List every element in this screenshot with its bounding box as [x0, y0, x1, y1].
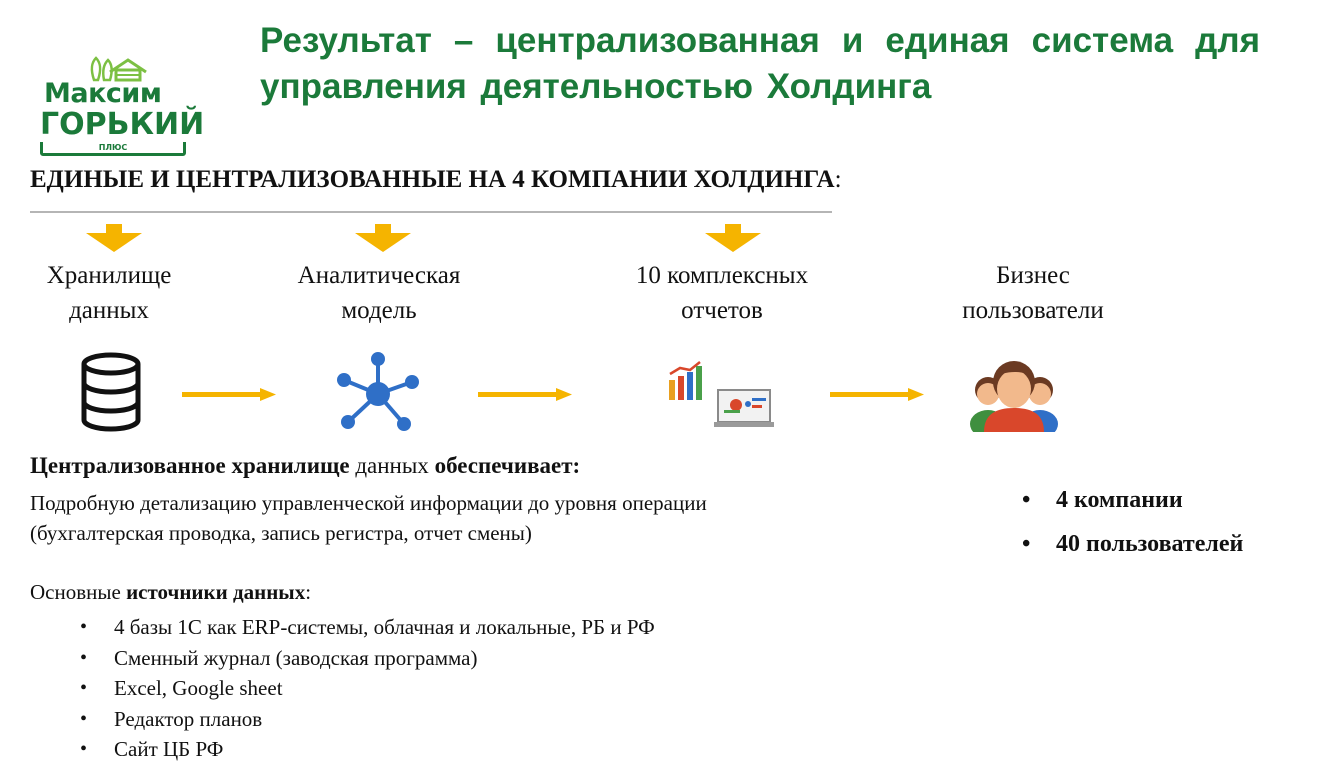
logo-text-gorky: ГОРЬКИЙ [40, 107, 205, 142]
section-subtitle: ЕДИНЫЕ И ЦЕНТРАЛИЗОВАННЫЕ НА 4 КОМПАНИИ … [30, 166, 842, 194]
users-icon [970, 361, 1058, 432]
database-icon [81, 352, 141, 432]
list-item: Сменный журнал (заводская программа) [0, 643, 655, 674]
list-item: Редактор планов [0, 704, 655, 735]
sources-heading: Основные источники данных: [30, 580, 311, 605]
stage-label-line: пользователи [962, 297, 1104, 324]
storage-heading-bold: обеспечивает: [434, 453, 581, 478]
list-item: 40 пользователей [1020, 522, 1243, 566]
page-title: Результат – централизованная и единая си… [260, 21, 1260, 106]
stage-label-line: Хранилище [46, 262, 172, 289]
stage-label-line: Аналитическая [297, 262, 461, 289]
stage-label-storage: Хранилище данных [0, 258, 229, 328]
list-item: Сайт ЦБ РФ [0, 734, 655, 765]
storage-description-line: Подробную детализацию управленческой инф… [30, 491, 707, 515]
stage-label-line: модель [341, 297, 417, 324]
logo-text-maksim: Максим [44, 78, 162, 109]
stage-label-line: 10 комплексных [635, 262, 809, 289]
divider [30, 211, 832, 213]
right-arrow-icon [478, 388, 572, 401]
stage-label-line: Бизнес [996, 262, 1070, 289]
list-item: Excel, Google sheet [0, 673, 655, 704]
house-icon [90, 56, 147, 82]
network-icon [337, 352, 419, 431]
sources-heading-normal: Основные [30, 580, 127, 604]
down-arrow-icon [705, 224, 761, 252]
stage-label-line: отчетов [681, 297, 763, 324]
storage-description-line: (бухгалтерская проводка, запись регистра… [30, 521, 532, 545]
stage-label-line: данных [69, 297, 149, 324]
down-arrow-icon [355, 224, 411, 252]
sources-list: 4 базы 1С как ERP-системы, облачная и ло… [0, 612, 655, 765]
right-arrow-icon [182, 388, 276, 401]
list-item: 4 базы 1С как ERP-системы, облачная и ло… [0, 612, 655, 643]
sources-heading-bold: источники данных [126, 580, 306, 604]
subtitle-text: ЕДИНЫЕ И ЦЕНТРАЛИЗОВАННЫЕ НА 4 КОМПАНИИ … [30, 166, 835, 193]
storage-heading: Централизованное хранилище данных обеспе… [30, 453, 580, 479]
right-arrow-icon [830, 388, 924, 401]
down-arrow-icon [86, 224, 142, 252]
list-item: 4 компании [1020, 478, 1243, 522]
stage-label-users: Бизнес пользователи [913, 258, 1153, 328]
stage-label-reports: 10 комплексных отчетов [602, 258, 842, 328]
sources-heading-colon: : [305, 580, 312, 604]
storage-heading-normal: данных [349, 453, 435, 478]
reports-icon [669, 361, 774, 427]
stats-list: 4 компании 40 пользователей [1020, 478, 1243, 566]
storage-description: Подробную детализацию управленческой инф… [30, 488, 930, 548]
logo-text-plus: ПЛЮС [98, 143, 128, 152]
stage-label-model: Аналитическая модель [259, 258, 499, 328]
subtitle-colon: : [834, 166, 842, 193]
company-logo: Максим ГОРЬКИЙ ПЛЮС [36, 52, 205, 162]
storage-heading-bold: Централизованное хранилище [30, 453, 350, 478]
